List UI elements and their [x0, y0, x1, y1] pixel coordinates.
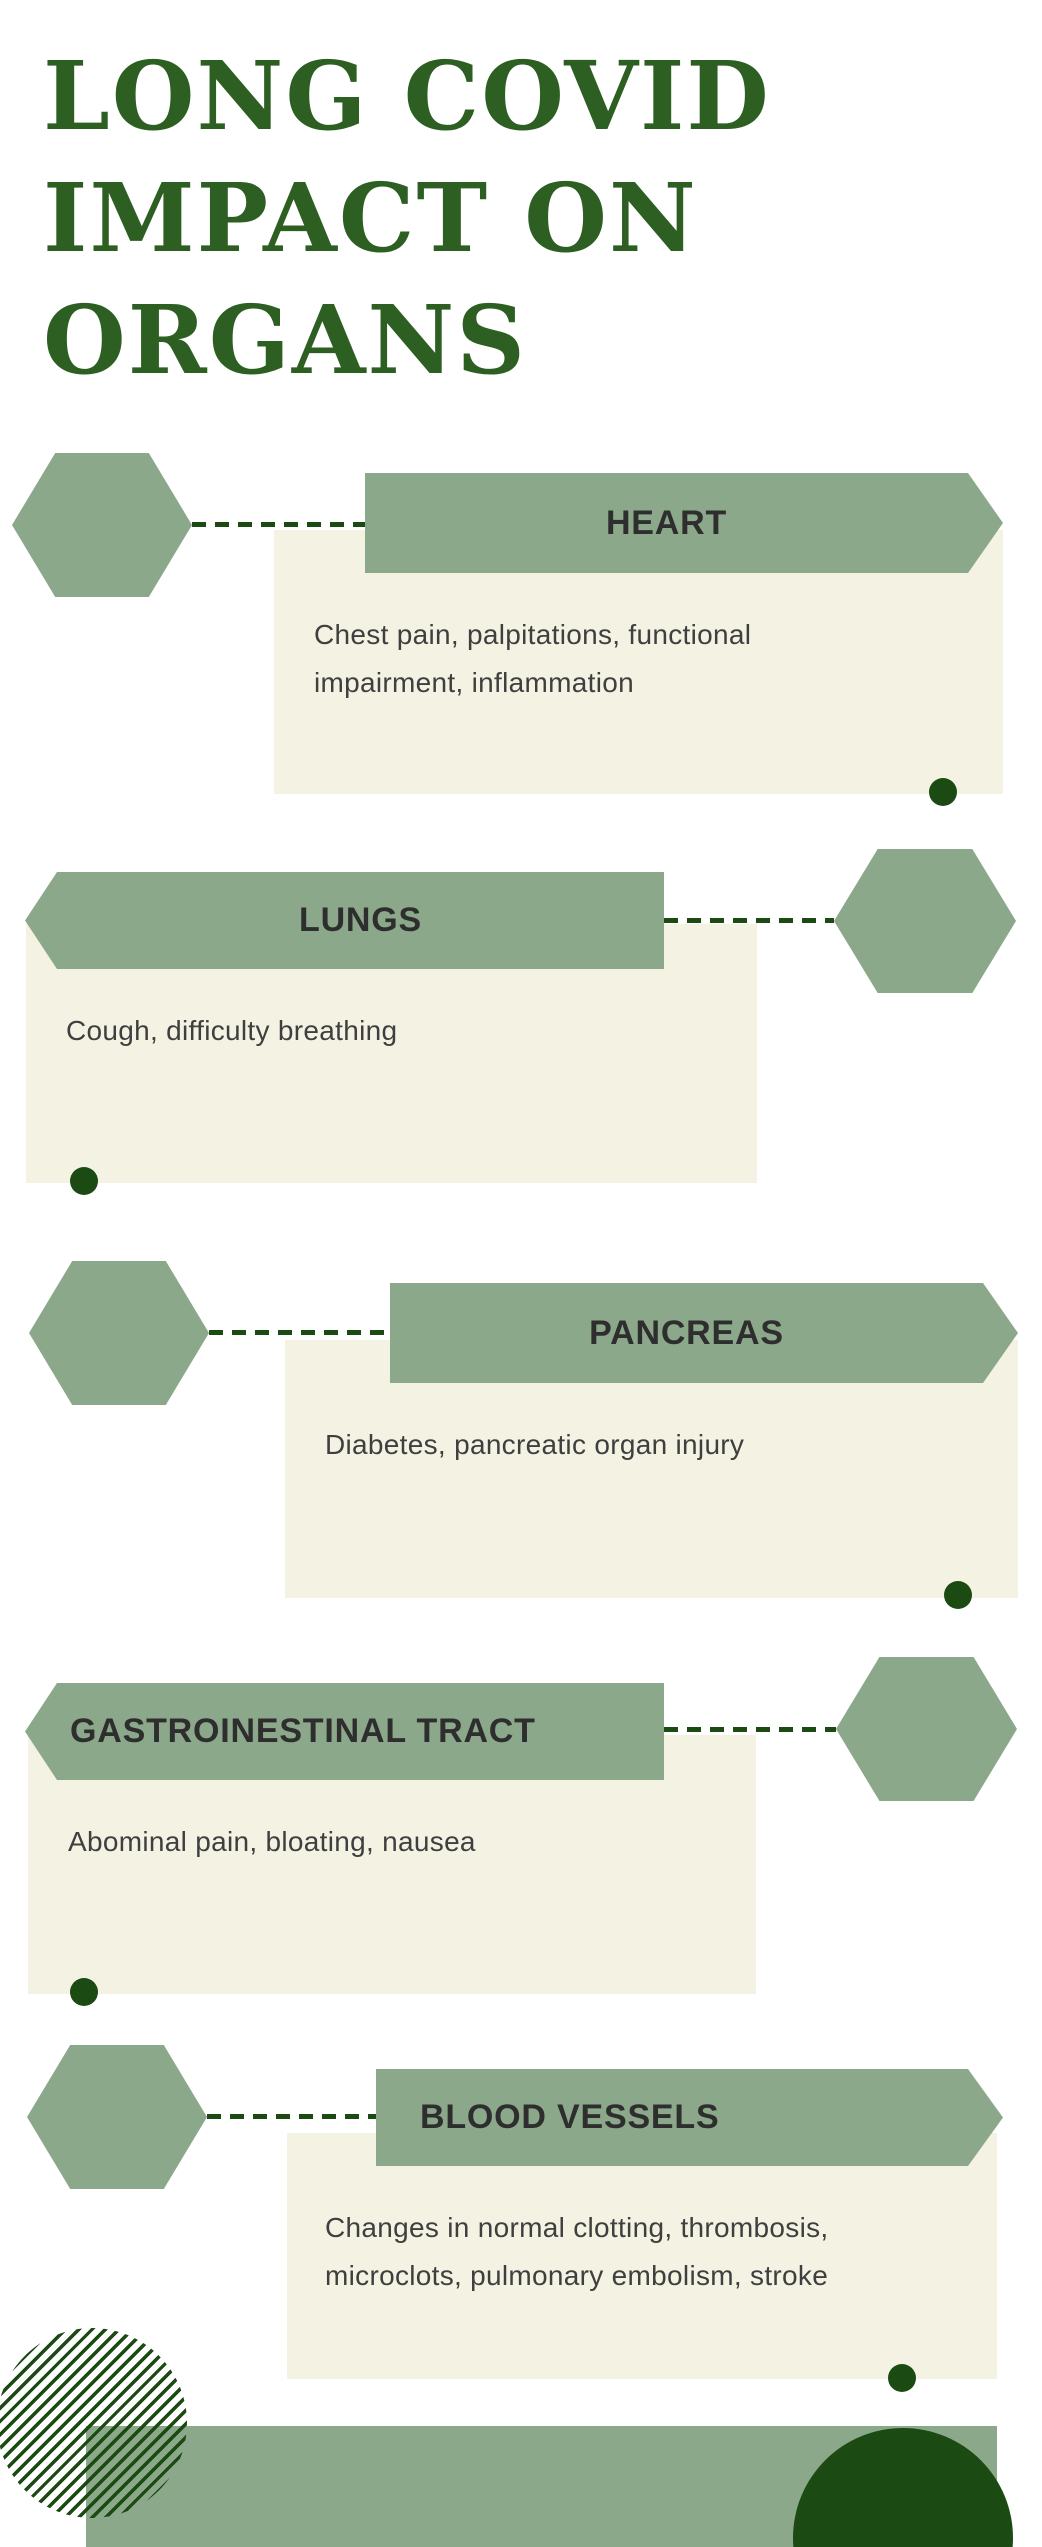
lungs-banner-label: LUNGS [299, 901, 422, 939]
heart-hexagon-shape [12, 453, 192, 597]
gastrointestinal-banner-label: GASTROINESTINAL TRACT [70, 1712, 536, 1750]
heart-accent-dot [929, 778, 957, 806]
lungs-dashed-connector [664, 918, 834, 923]
blood-vessels-hexagon-shape [27, 2045, 207, 2189]
heart-description: Chest pain, palpitations, functional imp… [314, 619, 752, 698]
blood-vessels-info-box [287, 2133, 997, 2379]
gastrointestinal-banner: GASTROINESTINAL TRACT [25, 1683, 664, 1780]
pancreas-accent-dot [944, 1581, 972, 1609]
blood-vessels-banner-label: BLOOD VESSELS [420, 2098, 720, 2136]
gastrointestinal-accent-dot [70, 1978, 98, 2006]
lungs-banner: LUNGS [25, 872, 664, 969]
heart-dashed-connector [192, 522, 365, 527]
pancreas-banner-label: PANCREAS [589, 1313, 784, 1352]
gastrointestinal-hexagon-shape [836, 1657, 1017, 1801]
pancreas-description: Diabetes, pancreatic organ injury [325, 1429, 745, 1460]
blood-vessels-accent-dot [888, 2364, 916, 2392]
page-title: LONG COVID IMPACT ON ORGANS [43, 41, 771, 396]
blood-vessels-description: Changes in normal clotting, thrombosis, … [325, 2212, 829, 2291]
heart-info-box [274, 530, 1003, 794]
hatched-circle-decoration [0, 2328, 187, 2518]
blood-vessels-dashed-connector [207, 2114, 376, 2119]
gastrointestinal-dashed-connector [664, 1727, 836, 1732]
gastrointestinal-description: Abominal pain, bloating, nausea [68, 1826, 476, 1857]
lungs-accent-dot [70, 1167, 98, 1195]
blood-vessels-banner: BLOOD VESSELS [376, 2069, 1003, 2166]
pancreas-info-box [285, 1340, 1018, 1598]
heart-banner-label: HEART [605, 503, 728, 542]
pancreas-dashed-connector [209, 1330, 390, 1335]
pancreas-banner: PANCREAS [390, 1283, 1018, 1383]
heart-banner: HEART [365, 473, 1003, 573]
lungs-description: Cough, difficulty breathing [66, 1015, 398, 1046]
lungs-hexagon-shape [834, 849, 1016, 993]
pancreas-hexagon-shape [29, 1261, 209, 1405]
